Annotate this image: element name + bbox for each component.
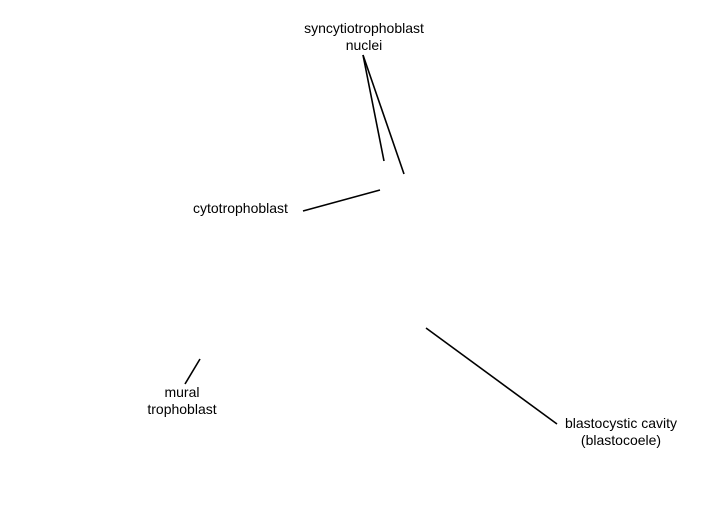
label-mural-line1: mural [164, 384, 200, 400]
label-mural-line2: trophoblast [147, 401, 217, 417]
label-syncytiotrophoblast-nuclei: syncytiotrophoblast nuclei [296, 20, 432, 54]
leader-line-cytotrophoblast [302, 189, 381, 212]
label-cytotrophoblast: cytotrophoblast [193, 200, 303, 217]
label-syncytiotrophoblast-line1: syncytiotrophoblast [304, 20, 424, 36]
label-cytotrophoblast-text: cytotrophoblast [193, 200, 288, 216]
label-blastocystic-line1: blastocystic cavity [564, 415, 678, 431]
leader-line-syncytio-1 [362, 54, 385, 162]
leader-line-blastocystic-cavity [425, 327, 558, 425]
label-blastocystic-cavity: blastocystic cavity (blastocoele) [553, 415, 689, 449]
leader-line-mural-trophoblast [184, 358, 201, 385]
label-syncytiotrophoblast-line2: nuclei [345, 37, 383, 53]
leader-line-syncytio-2 [362, 54, 405, 175]
label-blastocystic-line2: (blastocoele) [580, 432, 662, 448]
label-mural-trophoblast: mural trophoblast [134, 384, 230, 418]
